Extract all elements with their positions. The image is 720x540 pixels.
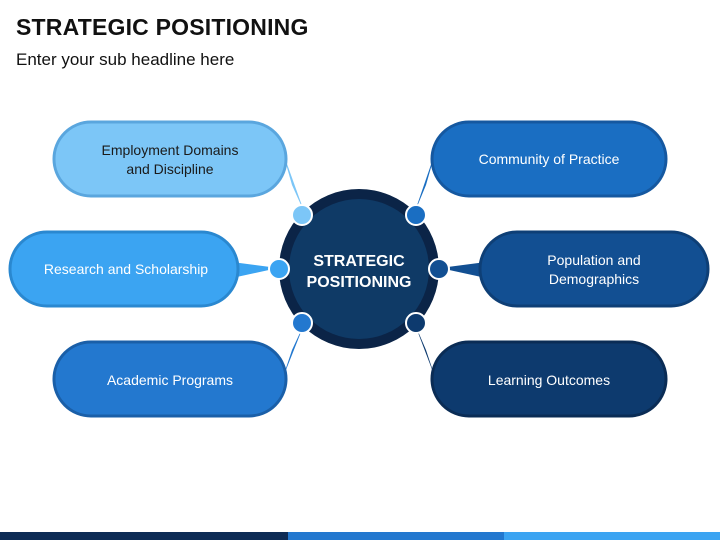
connector-population — [440, 262, 486, 278]
node-research-label: Research and Scholarship — [44, 261, 208, 277]
connectors — [232, 150, 486, 380]
node-academic-shape — [52, 340, 288, 418]
center-hub: STRATEGIC POSITIONING — [279, 189, 439, 349]
node-community-label: Community of Practice — [479, 151, 620, 167]
footer-bar-segment-1 — [0, 532, 288, 540]
node-research: Research and Scholarship — [8, 230, 240, 308]
node-population-label-2: Demographics — [549, 271, 639, 287]
footer-color-bar — [0, 532, 720, 540]
node-population-label-1: Population and — [547, 252, 640, 268]
node-learning: Learning Outcomes — [430, 340, 668, 418]
center-hub-inner — [289, 199, 429, 339]
connector-community — [414, 150, 436, 214]
node-research-shape — [8, 230, 240, 308]
node-population: Population and Demographics — [478, 230, 710, 308]
center-label-1: STRATEGIC — [313, 253, 405, 270]
connector-dots — [268, 204, 450, 334]
connector-learning — [414, 322, 436, 380]
node-community-shape — [430, 120, 668, 198]
connector-research — [232, 262, 278, 278]
node-employment-label-2: and Discipline — [126, 161, 213, 177]
node-employment-shape — [52, 120, 288, 198]
node-employment-label-1: Employment Domains — [102, 142, 239, 158]
dot-community — [405, 204, 427, 226]
dot-employment — [291, 204, 313, 226]
connector-employment — [282, 150, 305, 214]
node-employment: Employment Domains and Discipline — [52, 120, 288, 198]
footer-bar-segment-3 — [504, 532, 720, 540]
dot-academic — [291, 312, 313, 334]
node-academic-label: Academic Programs — [107, 372, 233, 388]
page-subtitle: Enter your sub headline here — [16, 50, 235, 69]
node-community: Community of Practice — [430, 120, 668, 198]
node-learning-shape — [430, 340, 668, 418]
page-title: STRATEGIC POSITIONING — [16, 14, 309, 40]
dot-learning — [405, 312, 427, 334]
node-academic: Academic Programs — [52, 340, 288, 418]
connector-academic — [282, 322, 305, 380]
node-population-shape — [478, 230, 710, 308]
node-learning-label: Learning Outcomes — [488, 372, 610, 388]
center-label-2: POSITIONING — [307, 274, 412, 291]
dot-research — [268, 258, 290, 280]
footer-bar-segment-2 — [288, 532, 504, 540]
dot-population — [428, 258, 450, 280]
